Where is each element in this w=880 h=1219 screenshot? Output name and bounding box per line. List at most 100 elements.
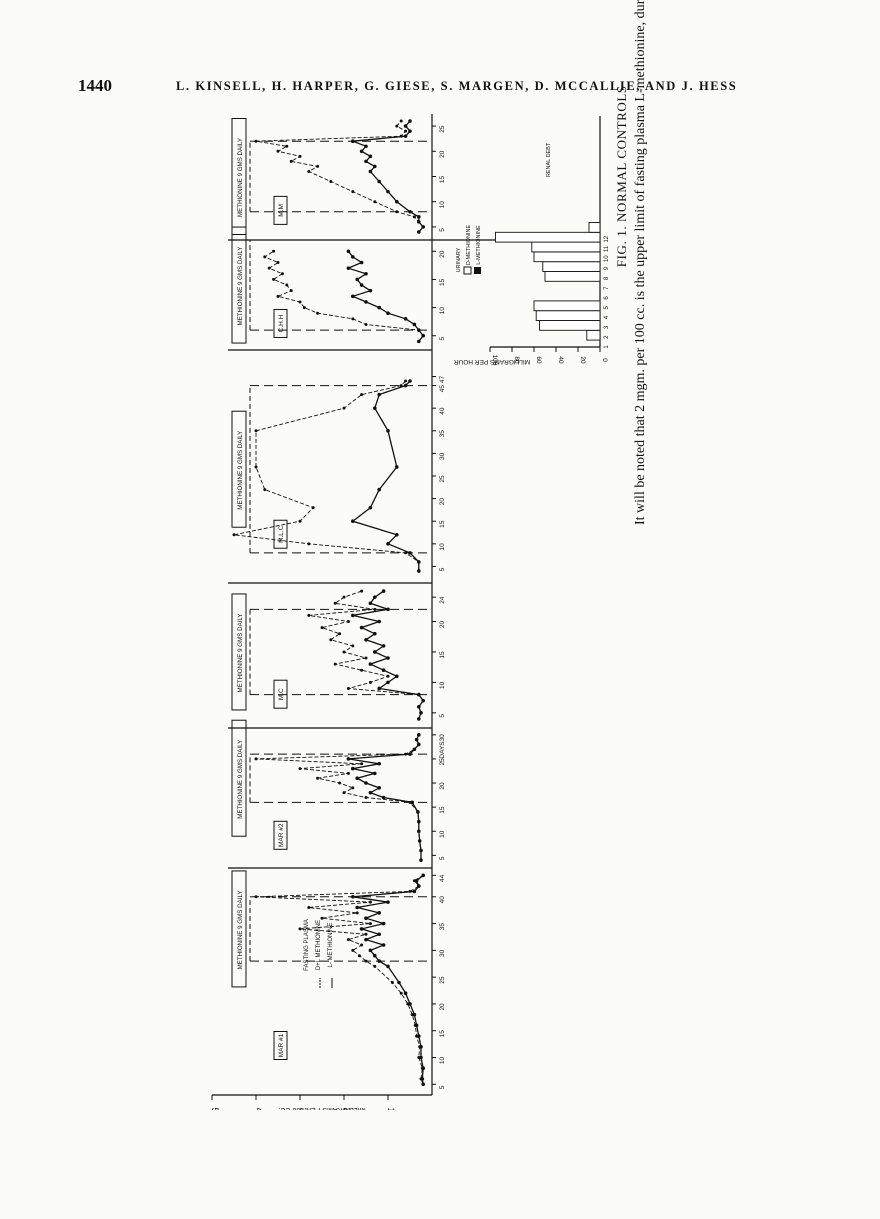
day-tick-label: 35 xyxy=(439,430,446,438)
data-point xyxy=(417,839,422,843)
data-point xyxy=(364,932,368,936)
day-tick-label: 20 xyxy=(439,498,446,506)
bar-legend-entry: D-METHIONINE xyxy=(466,225,472,266)
data-point xyxy=(364,796,368,799)
data-point xyxy=(298,767,302,771)
data-point xyxy=(298,300,302,304)
legend-entry: D+L METHIONINE xyxy=(316,920,322,970)
day-tick-label: 10 xyxy=(439,681,446,689)
period-tick-label: 9 xyxy=(604,266,610,270)
data-point xyxy=(417,230,421,234)
data-point xyxy=(351,766,355,771)
data-point xyxy=(381,644,386,648)
data-point xyxy=(364,159,368,164)
panel-name-box xyxy=(273,195,288,225)
data-point xyxy=(377,932,381,937)
dose-label-box xyxy=(231,593,247,711)
dose-label: METHIONINE 9 GMS DAILY xyxy=(237,138,244,217)
data-point xyxy=(355,776,359,781)
series-line xyxy=(255,875,424,1085)
period-tick-label: 10 xyxy=(604,255,610,262)
data-point xyxy=(403,134,408,138)
data-point xyxy=(307,169,311,173)
data-point xyxy=(395,199,399,204)
data-point xyxy=(254,465,258,469)
urinary-bar xyxy=(535,310,601,321)
data-point xyxy=(316,776,320,780)
data-point xyxy=(395,532,399,537)
data-point xyxy=(408,752,412,756)
data-point xyxy=(302,306,306,310)
day-tick-label: 40 xyxy=(439,407,446,415)
data-point xyxy=(417,692,421,697)
data-point xyxy=(395,124,399,128)
data-point xyxy=(364,322,368,326)
data-point xyxy=(368,662,373,666)
urinary-bar xyxy=(588,222,601,233)
data-point xyxy=(346,686,350,690)
data-point xyxy=(377,487,381,492)
legend-entry: FASTING PLASMA xyxy=(304,919,310,971)
day-tick-label: 5 xyxy=(439,1085,446,1089)
day-tick-label: 10 xyxy=(439,543,446,551)
data-point xyxy=(377,686,381,691)
data-point xyxy=(364,271,368,276)
series-line xyxy=(351,380,420,571)
data-point xyxy=(403,124,408,128)
panel-name: MAR #1 xyxy=(278,1033,285,1057)
data-point xyxy=(342,650,346,654)
urinary-bar xyxy=(539,320,601,331)
day-tick-label: 20 xyxy=(439,621,446,629)
data-point xyxy=(298,927,302,931)
data-point xyxy=(381,943,386,947)
day-tick-label: 5 xyxy=(439,714,446,718)
panel-name: M.L.C xyxy=(278,525,285,543)
data-point xyxy=(373,607,377,611)
data-point xyxy=(351,139,355,144)
period-tick-label: 7 xyxy=(604,286,610,290)
data-point xyxy=(408,119,412,123)
value-tick-label: 4 xyxy=(254,1107,264,1110)
data-point xyxy=(386,656,390,660)
data-point xyxy=(373,964,377,968)
data-point xyxy=(377,786,381,790)
day-tick-label: 25 xyxy=(439,475,446,483)
dose-label-box xyxy=(231,118,247,235)
day-tick-label: 20 xyxy=(439,782,446,790)
data-point xyxy=(408,1002,412,1006)
value-tick-label: 3 xyxy=(298,1107,308,1110)
period-tick-label: 2 xyxy=(604,335,610,339)
data-point xyxy=(395,210,399,214)
data-point xyxy=(417,733,421,737)
data-point xyxy=(410,800,414,805)
period-tick-label: 3 xyxy=(604,325,610,329)
data-point xyxy=(276,261,280,265)
data-point xyxy=(417,560,421,564)
data-point xyxy=(414,878,419,883)
figure-caption: FIG. 1. NORMAL CONTROLS It will be noted… xyxy=(614,0,649,525)
data-point xyxy=(329,638,333,642)
urinary-bar xyxy=(544,271,601,282)
data-point xyxy=(368,169,373,174)
data-point xyxy=(421,873,425,878)
data-point xyxy=(320,626,324,630)
data-point xyxy=(364,656,368,660)
day-tick-label: 20 xyxy=(439,150,446,158)
data-point xyxy=(414,1023,419,1028)
data-point xyxy=(403,991,408,996)
day-tick-label: 15 xyxy=(439,651,446,659)
bar-value-tick-label: 80 xyxy=(513,356,520,364)
urinary-bar xyxy=(542,261,601,272)
data-point xyxy=(412,322,417,327)
data-point xyxy=(417,884,421,888)
value-axis-label: MILLIGRAMS PER 100 CC. xyxy=(278,1106,365,1110)
series-line xyxy=(352,874,424,1085)
panel-name-box xyxy=(273,679,288,709)
data-point xyxy=(320,916,324,920)
period-tick-label: 11 xyxy=(604,245,610,252)
day-tick-label: 30 xyxy=(439,452,446,460)
data-point xyxy=(377,305,381,310)
data-point xyxy=(419,858,423,862)
bar-value-tick-label: 40 xyxy=(557,356,564,364)
data-point xyxy=(404,551,408,555)
